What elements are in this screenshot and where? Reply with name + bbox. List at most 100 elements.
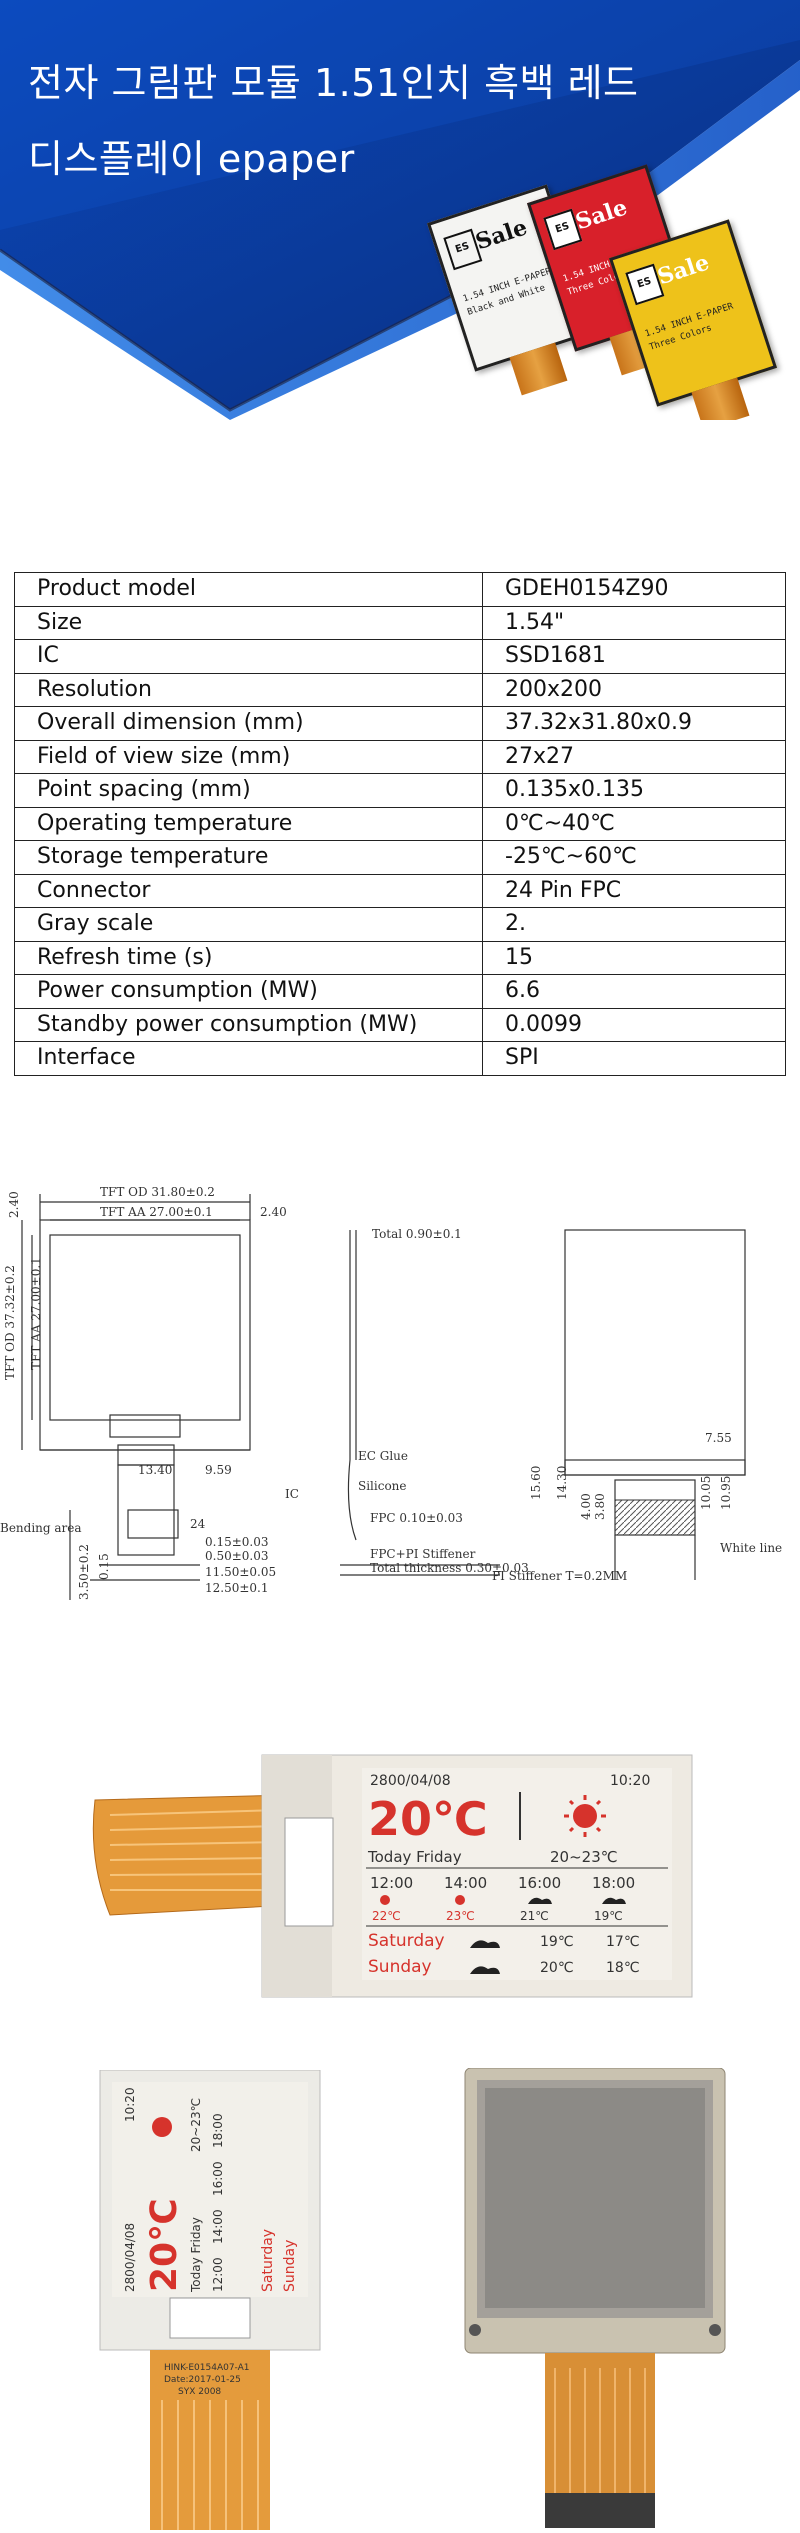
photo-rot-range: 20~23℃ — [189, 2098, 203, 2152]
label-1250: 12.50±0.1 — [205, 1581, 269, 1595]
label-240a: 2.40 — [7, 1191, 21, 1218]
spec-value: SSD1681 — [482, 639, 786, 674]
label-015b: 0.15 — [97, 1553, 111, 1580]
spec-label: Storage temperature — [14, 840, 483, 875]
sun-icon — [564, 1795, 606, 1837]
label-9-59: 9.59 — [205, 1463, 232, 1477]
label-1150: 11.50±0.05 — [205, 1565, 276, 1579]
spec-value: 0.0099 — [482, 1007, 786, 1042]
spec-value: 200x200 — [482, 672, 786, 707]
photo-sunday: Sunday — [368, 1957, 432, 1977]
photo-sat-temp-0: 19℃ — [540, 1934, 574, 1950]
card-sale: Sale — [654, 249, 713, 291]
card-sale: Sale — [472, 214, 531, 256]
label-tft-aa-h: TFT AA 27.00±0.1 — [29, 1257, 43, 1370]
spec-row: Storage temperature-25℃~60℃ — [14, 840, 786, 875]
photo-sun-temp-1: 18℃ — [606, 1960, 640, 1976]
cloud-icon — [470, 1966, 500, 1974]
spec-label: Resolution — [14, 672, 483, 707]
spec-label: Refresh time (s) — [14, 940, 483, 975]
spec-label: Power consumption (MW) — [14, 974, 483, 1009]
label-755: 7.55 — [705, 1431, 732, 1445]
sun-icon — [152, 2117, 172, 2137]
label-380: 3.80 — [593, 1493, 607, 1520]
photo-range: 20~23℃ — [550, 1848, 618, 1866]
label-total-thick: Total thickness 0.30±0.03 — [370, 1561, 529, 1575]
sun-icon — [380, 1895, 390, 1905]
hero-banner: 전자 그림판 모듈 1.51인치 흑백 레드 디스플레이 epaper ES S… — [0, 0, 800, 420]
photo-rot-temp: 20℃ — [144, 2198, 185, 2292]
spec-label: Connector — [14, 873, 483, 908]
photo-rot-sat: Saturday — [260, 2229, 276, 2292]
banner-title-line2: 디스플레이 epaper — [28, 137, 355, 181]
label-tft-od-h: TFT OD 37.32±0.2 — [3, 1265, 17, 1380]
product-photo-main: 2800/04/08 10:20 20℃ Today Friday 20~23℃… — [92, 1754, 693, 1998]
photo-time: 10:20 — [610, 1773, 650, 1789]
cloud-icon — [602, 1897, 626, 1904]
spec-label: Field of view size (mm) — [14, 739, 483, 774]
photo-hour-3: 18:00 — [592, 1874, 635, 1892]
photo-date: 2800/04/08 — [370, 1773, 451, 1789]
spec-row: Standby power consumption (MW)0.0099 — [14, 1007, 786, 1042]
label-white-line: White line — [720, 1541, 782, 1555]
label-24: 24 — [190, 1517, 206, 1531]
label-total: Total 0.90±0.1 — [372, 1227, 462, 1241]
label-ic: IC — [285, 1487, 299, 1501]
spec-value: 0℃~40℃ — [482, 806, 786, 841]
photo-rot-date: 2800/04/08 — [123, 2223, 137, 2292]
label-pi-stiffener: PI Stiffener T=0.2MM — [492, 1569, 627, 1583]
cloud-icon — [528, 1897, 552, 1904]
photo-rot-hour-2: 16:00 — [211, 2161, 225, 2196]
spec-label: Operating temperature — [14, 806, 483, 841]
label-tft-aa-w: TFT AA 27.00±0.1 — [100, 1205, 213, 1219]
spec-row: Field of view size (mm)27x27 — [14, 739, 786, 774]
spec-value: -25℃~60℃ — [482, 840, 786, 875]
photo-hour-temp-3: 19℃ — [594, 1909, 623, 1923]
label-13-40: 13.40 — [138, 1463, 172, 1477]
photo-rot-sun: Sunday — [282, 2240, 298, 2292]
photo-sun-temp-0: 20℃ — [540, 1960, 574, 1976]
photo-temp: 20℃ — [368, 1792, 488, 1846]
spec-value: SPI — [482, 1041, 786, 1076]
spec-label: Interface — [14, 1041, 483, 1076]
spec-value: 1.54" — [482, 605, 786, 640]
photo-rot-time: 10:20 — [123, 2087, 137, 2122]
spec-row: Refresh time (s)15 — [14, 940, 786, 975]
spec-value: 0.135x0.135 — [482, 773, 786, 808]
label-350: 3.50±0.2 — [77, 1544, 91, 1600]
photo-sat-temp-1: 17℃ — [606, 1934, 640, 1950]
cloud-icon — [470, 1940, 500, 1948]
spec-row: Power consumption (MW)6.6 — [14, 974, 786, 1009]
label-400: 4.00 — [579, 1493, 593, 1520]
label-bending: Bending area — [0, 1521, 82, 1535]
photo-rot-label2: Date:2017-01-25 — [164, 2375, 241, 2385]
label-ec-glue: EC Glue — [358, 1449, 408, 1463]
label-1095: 10.95 — [719, 1476, 733, 1510]
photo-hour-temp-2: 21℃ — [520, 1909, 549, 1923]
spec-label: Point spacing (mm) — [14, 773, 483, 808]
label-silicone: Silicone — [358, 1479, 407, 1493]
photo-rot-day: Today Friday — [189, 2217, 203, 2293]
label-fpc-pi: FPC+PI Stiffener — [370, 1547, 476, 1561]
spec-value: 2. — [482, 907, 786, 942]
photo-rot-hour-0: 12:00 — [211, 2257, 225, 2292]
spec-value: GDEH0154Z90 — [482, 572, 786, 607]
label-tft-od-w: TFT OD 31.80±0.2 — [100, 1185, 215, 1199]
banner-title-line1: 전자 그림판 모듈 1.51인치 흑백 레드 — [28, 61, 639, 105]
spec-value: 37.32x31.80x0.9 — [482, 706, 786, 741]
spec-value: 6.6 — [482, 974, 786, 1009]
banner-background — [0, 0, 800, 420]
product-photo-back — [464, 2068, 726, 2528]
photo-saturday: Saturday — [368, 1931, 445, 1951]
photo-day: Today Friday — [367, 1848, 462, 1866]
photo-hour-temp-1: 23℃ — [446, 1909, 475, 1923]
spec-label: IC — [14, 639, 483, 674]
spec-label: Size — [14, 605, 483, 640]
photo-rot-hour-3: 18:00 — [211, 2113, 225, 2148]
